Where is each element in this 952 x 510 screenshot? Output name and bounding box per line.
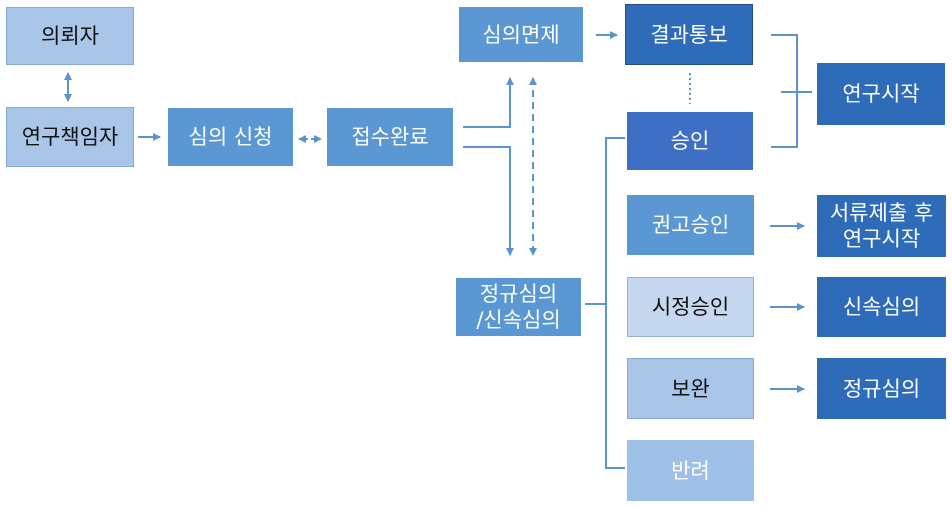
node-submit-docs: 서류제출 후 연구시작 <box>817 195 946 257</box>
node-received-label: 접수완료 <box>351 125 429 149</box>
node-supplement-label: 보완 <box>671 376 710 401</box>
node-recommend-approval-label: 권고승인 <box>651 213 730 237</box>
node-approved: 승인 <box>627 112 753 170</box>
node-regular-review-result: 정규심의 <box>817 358 946 419</box>
node-rejected-label: 반려 <box>671 458 710 483</box>
node-requester: 의뢰자 <box>6 7 134 65</box>
node-pi: 연구책임자 <box>6 107 134 167</box>
node-apply-label: 심의 신청 <box>188 125 273 149</box>
node-received: 접수완료 <box>327 108 453 166</box>
node-notify-label: 결과통보 <box>650 22 728 47</box>
node-regular-review-result-label: 정규심의 <box>842 376 921 401</box>
arrow-received-regular <box>463 146 514 256</box>
node-requester-label: 의뢰자 <box>41 24 99 48</box>
node-pi-label: 연구책임자 <box>21 125 119 149</box>
node-recommend-approval: 권고승인 <box>627 195 754 255</box>
node-submit-docs-line2: 연구시작 <box>842 227 921 251</box>
bracket-review-outcomes <box>605 137 625 469</box>
node-submit-docs-line1: 서류제출 후 <box>829 201 934 225</box>
arrow-received-exempt <box>463 77 514 128</box>
node-regular-review-line2: /신속심의 <box>476 308 561 332</box>
node-notify: 결과통보 <box>625 4 753 65</box>
node-start-research: 연구시작 <box>817 63 945 125</box>
node-rejected: 반려 <box>627 440 754 501</box>
node-regular-review-line1: 정규심의 <box>479 282 558 306</box>
node-approved-label: 승인 <box>670 129 710 153</box>
node-exempt-label: 심의면제 <box>482 22 560 47</box>
node-apply: 심의 신청 <box>168 108 293 166</box>
node-regular-review: 정규심의 /신속심의 <box>456 278 581 336</box>
node-supplement: 보완 <box>627 358 754 419</box>
node-exempt: 심의면제 <box>459 7 583 62</box>
node-start-research-label: 연구시작 <box>842 82 920 106</box>
node-expedited-review: 신속심의 <box>817 277 946 337</box>
node-conditional-approval: 시정승인 <box>627 277 754 337</box>
node-conditional-approval-label: 시정승인 <box>651 295 730 319</box>
node-expedited-review-label: 신속심의 <box>842 295 921 319</box>
